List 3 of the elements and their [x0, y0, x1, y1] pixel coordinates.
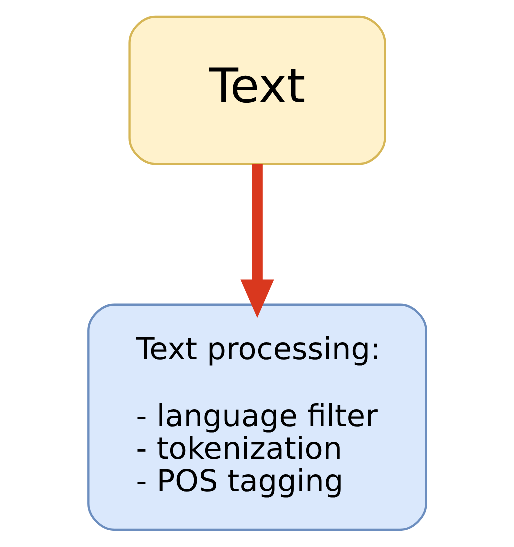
node-box: Text [128, 16, 386, 166]
arrow [240, 164, 274, 318]
node-box: Text processing: - language filter - tokenization - POS tagging [87, 304, 427, 532]
